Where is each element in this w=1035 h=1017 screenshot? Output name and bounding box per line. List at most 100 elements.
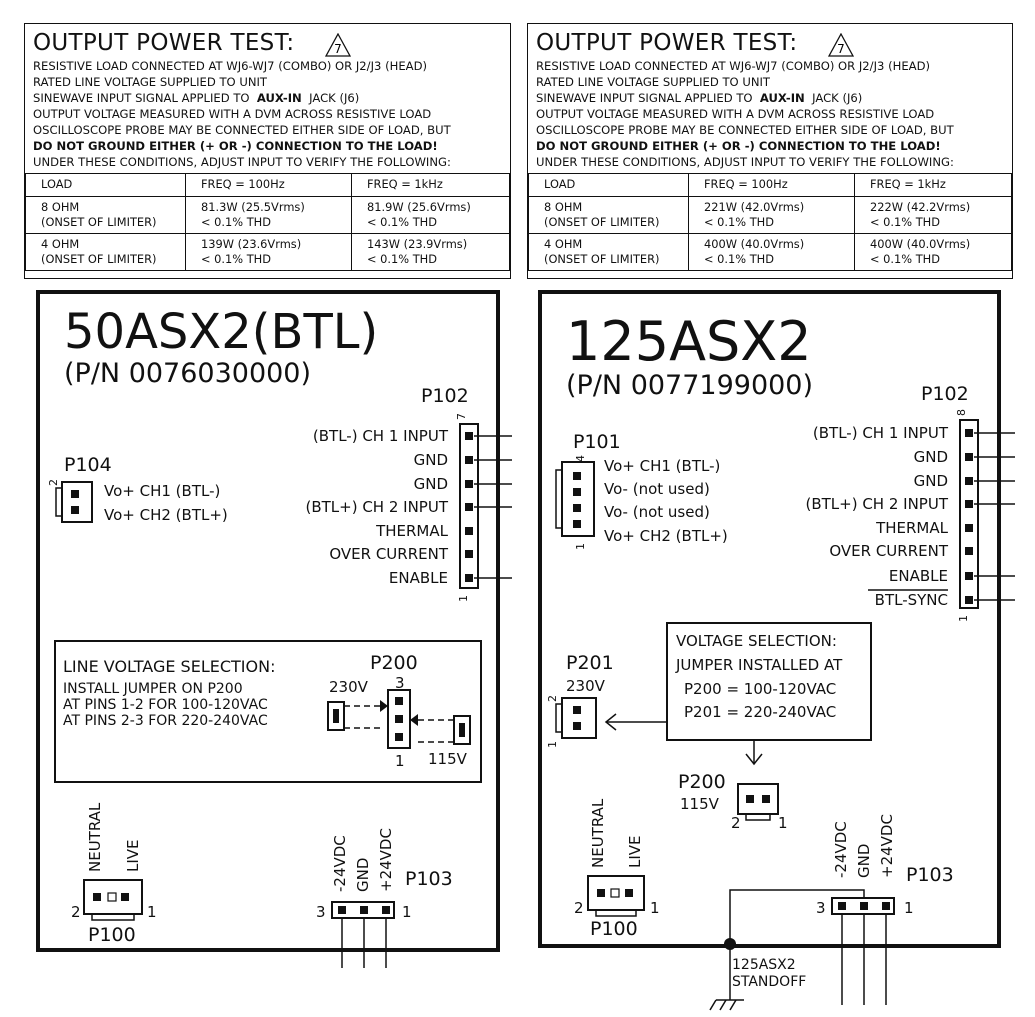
table-header: FREQ = 100Hz: [688, 173, 855, 197]
p103-name: P103: [906, 864, 954, 886]
test-line-3: SINEWAVE INPUT SIGNAL APPLIED TO AUX-IN …: [536, 91, 863, 105]
p103-label: +24VDC: [377, 828, 395, 892]
note-number: 7: [334, 42, 342, 56]
p103-label: -24VDC: [832, 821, 850, 878]
test-line-7: UNDER THESE CONDITIONS, ADJUST INPUT TO …: [33, 155, 451, 169]
p201-voltage: 230V: [566, 677, 605, 695]
left-board-outline: [36, 290, 500, 952]
p201-pin-bottom: 1: [546, 741, 559, 748]
line-voltage-title: LINE VOLTAGE SELECTION:: [63, 657, 276, 676]
note-number: 7: [837, 42, 845, 56]
p102-pin-label: (BTL-) CH 1 INPUT: [312, 427, 448, 445]
test-line-5: OSCILLOSCOPE PROBE MAY BE CONNECTED EITH…: [536, 123, 954, 137]
test-line-1: RESISTIVE LOAD CONNECTED AT WJ6-WJ7 (COM…: [33, 59, 428, 73]
p100-neutral-label: NEUTRAL: [86, 802, 104, 872]
p103-label: +24VDC: [878, 814, 896, 878]
v230-label: 230V: [329, 678, 368, 696]
p100-pin-left: 2: [574, 899, 584, 917]
p100-live-label: LIVE: [124, 839, 142, 872]
table-row: 8 OHM(ONSET OF LIMITER)81.3W (25.5Vrms)<…: [25, 196, 510, 234]
p102-connector-right: [959, 419, 979, 609]
test-line-5: OSCILLOSCOPE PROBE MAY BE CONNECTED EITH…: [33, 123, 451, 137]
p103-label: -24VDC: [331, 835, 349, 892]
p102-bottom-pin: 1: [957, 615, 970, 622]
table-row: 4 OHM(ONSET OF LIMITER)139W (23.6Vrms)< …: [25, 233, 510, 271]
line-voltage-text: INSTALL JUMPER ON P200: [63, 681, 243, 697]
p101-pin-label: Vo- (not used): [604, 480, 710, 498]
p104-pin-label: Vo+ CH1 (BTL-): [104, 482, 221, 500]
p100-pin-left: 2: [71, 903, 81, 921]
p102-pin-label: BTL-SYNC: [874, 591, 948, 609]
p200-name: P200: [370, 652, 418, 674]
standoff-label: 125ASX2: [732, 957, 796, 973]
p101-pin-label: Vo- (not used): [604, 503, 710, 521]
p102-bottom-pin: 1: [457, 595, 470, 602]
test-title: OUTPUT POWER TEST:: [33, 30, 295, 56]
p101-pin-label: Vo+ CH1 (BTL-): [604, 457, 721, 475]
test-title: OUTPUT POWER TEST:: [536, 30, 798, 56]
p201-pin-top: 2: [546, 695, 559, 702]
p100-neutral-label: NEUTRAL: [589, 798, 607, 868]
left-board-model: 50ASX2(BTL): [64, 304, 379, 360]
p102-pin-label: GND: [913, 448, 948, 466]
p104-top-pin: 2: [47, 479, 60, 486]
test-line-3: SINEWAVE INPUT SIGNAL APPLIED TO AUX-IN …: [33, 91, 360, 105]
p102-pin-label: (BTL-) CH 1 INPUT: [812, 424, 948, 442]
voltage-selection-text: P201 = 220-240VAC: [684, 703, 837, 721]
p103-label: GND: [855, 843, 873, 878]
p103-name: P103: [405, 868, 453, 890]
aux-in-label: AUX-IN: [256, 91, 302, 105]
test-line-7: UNDER THESE CONDITIONS, ADJUST INPUT TO …: [536, 155, 954, 169]
p201-name: P201: [566, 652, 614, 674]
p100-pin-right: 1: [147, 903, 157, 921]
test-warning: DO NOT GROUND EITHER (+ OR -) CONNECTION…: [536, 139, 941, 153]
voltage-selection-text: VOLTAGE SELECTION:: [676, 632, 837, 650]
line-voltage-text: AT PINS 1-2 FOR 100-120VAC: [63, 697, 268, 713]
p200-pin-right: 1: [778, 814, 788, 832]
p101-name: P101: [573, 431, 621, 453]
p102-name: P102: [921, 383, 969, 405]
p103-label: GND: [354, 857, 372, 892]
right-board-part-number: (P/N 0077199000): [566, 370, 814, 401]
right-board-model: 125ASX2: [566, 310, 812, 373]
p100-pin-right: 1: [650, 899, 660, 917]
voltage-selection-box: [666, 622, 872, 741]
p102-pin-label: OVER CURRENT: [829, 542, 948, 560]
p103-pin-right: 1: [402, 903, 412, 921]
p200-pin-bottom: 1: [395, 752, 405, 770]
table-row: 4 OHM(ONSET OF LIMITER)400W (40.0Vrms)< …: [528, 233, 1012, 271]
p102-pin-label: GND: [913, 472, 948, 490]
p102-pin-label: ENABLE: [388, 569, 448, 587]
p102-name: P102: [421, 385, 469, 407]
p104-name: P104: [64, 454, 112, 476]
p103-pin-left: 3: [816, 899, 826, 917]
aux-in-label: AUX-IN: [759, 91, 805, 105]
p102-pin-label: (BTL+) CH 2 INPUT: [805, 495, 948, 513]
p102-pin-label: ENABLE: [888, 567, 948, 585]
p103-pin-right: 1: [904, 899, 914, 917]
p100-live-label: LIVE: [626, 835, 644, 868]
p102-pin-label: (BTL+) CH 2 INPUT: [305, 498, 448, 516]
p200-pin-left: 2: [731, 814, 741, 832]
test-line-2: RATED LINE VOLTAGE SUPPLIED TO UNIT: [33, 75, 268, 89]
p102-connector-left: [459, 423, 479, 589]
p104-pin-label: Vo+ CH2 (BTL+): [104, 506, 228, 524]
p102-pin-label: THERMAL: [876, 519, 948, 537]
test-line-2: RATED LINE VOLTAGE SUPPLIED TO UNIT: [536, 75, 771, 89]
note-triangle-icon: 7: [325, 33, 351, 57]
test-line-4: OUTPUT VOLTAGE MEASURED WITH A DVM ACROS…: [33, 107, 432, 121]
p102-pin-label: GND: [413, 451, 448, 469]
p103-pin-left: 3: [316, 903, 326, 921]
voltage-selection-text: P200 = 100-120VAC: [684, 680, 837, 698]
right-output-power-test: OUTPUT POWER TEST: 7 RESISTIVE LOAD CONN…: [527, 23, 1013, 279]
table-header: FREQ = 1kHz: [854, 173, 1012, 197]
p200-pin-top: 3: [395, 674, 405, 692]
right-board-outline: [538, 290, 1001, 948]
p101-pin-label: Vo+ CH2 (BTL+): [604, 527, 728, 545]
test-line-1: RESISTIVE LOAD CONNECTED AT WJ6-WJ7 (COM…: [536, 59, 931, 73]
voltage-selection-text: JUMPER INSTALLED AT: [676, 656, 843, 674]
p101-bottom-pin: 1: [574, 543, 587, 550]
